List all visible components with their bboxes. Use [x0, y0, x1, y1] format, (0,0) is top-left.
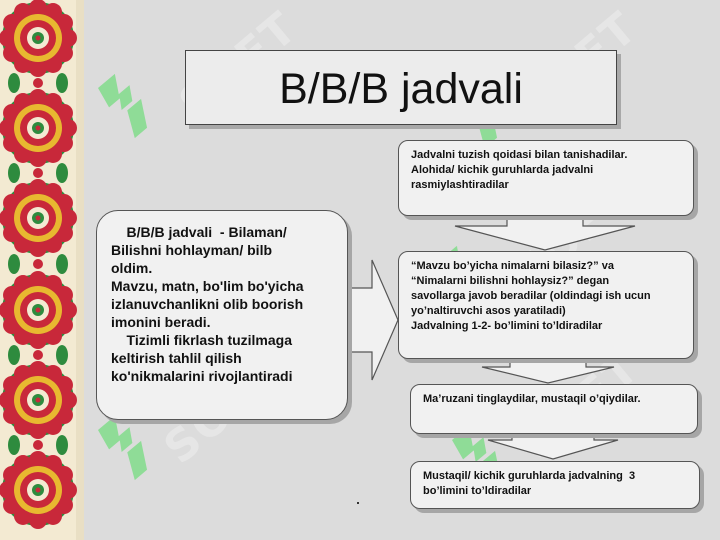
- step-box-1: Jadvalni tuzish qoidasi bilan tanishadil…: [398, 140, 694, 216]
- down-arrow: [487, 432, 619, 460]
- title-box: B/B/B jadvali: [185, 50, 617, 125]
- step-line: “Mavzu bo’yicha nimalarni bilasiz?” va: [411, 260, 614, 272]
- main-line: ko'nikmalarini rivojlantiradi: [111, 368, 293, 384]
- down-arrow: [454, 214, 636, 251]
- main-line: izlanuvchanlikni olib boorish: [111, 296, 304, 312]
- main-line: B/B/B jadvali - Bilaman/: [111, 224, 287, 240]
- step-line: Jadvalning 1-2- bo’limini to’ldiradilar: [411, 320, 603, 332]
- main-line: Bilishni hohlayman/ bilb: [111, 242, 273, 258]
- ornament-border: [0, 0, 84, 540]
- slide-title: B/B/B jadvali: [279, 65, 523, 113]
- right-arrow: [345, 259, 399, 381]
- step-line: savollarga javob beradilar (oldindagi is…: [411, 290, 651, 302]
- step-box-2: “Mavzu bo’yicha nimalarni bilasiz?” va “…: [398, 251, 694, 359]
- step-line: Mustaqil/ kichik guruhlarda jadvalning 3: [423, 470, 636, 482]
- main-description-box: B/B/B jadvali - Bilaman/ Bilishni hohlay…: [96, 210, 348, 420]
- step-line: yo’naltiruvchi asos yaratiladi): [411, 305, 566, 317]
- step-line: Jadvalni tuzish qoidasi bilan tanishadil…: [411, 149, 628, 161]
- main-line: keltirish tahlil qilish: [111, 350, 242, 366]
- main-line: Mavzu, matn, bo'lim bo'yicha: [111, 278, 304, 294]
- step-box-4: Mustaqil/ kichik guruhlarda jadvalning 3…: [410, 461, 700, 509]
- down-arrow: [481, 357, 615, 384]
- step-line: “Nimalarni bilishni hohlaysiz?” degan: [411, 275, 610, 287]
- main-line: oldim.: [111, 260, 153, 276]
- step-box-3: Ma’ruzani tinglaydilar, mustaqil o’qiydi…: [410, 384, 698, 434]
- step-line: Ma’ruzani tinglaydilar, mustaqil o’qiydi…: [423, 393, 641, 405]
- step-line: rasmiylashtiradilar: [411, 179, 509, 191]
- main-line: imonini beradi.: [111, 314, 211, 330]
- step-line: bo’limini to’ldiradilar: [423, 485, 532, 497]
- stray-dot: [357, 502, 359, 504]
- main-line: Tizimli fikrlash tuzilmaga: [111, 332, 293, 348]
- step-line: Alohida/ kichik guruhlarda jadvalni: [411, 164, 594, 176]
